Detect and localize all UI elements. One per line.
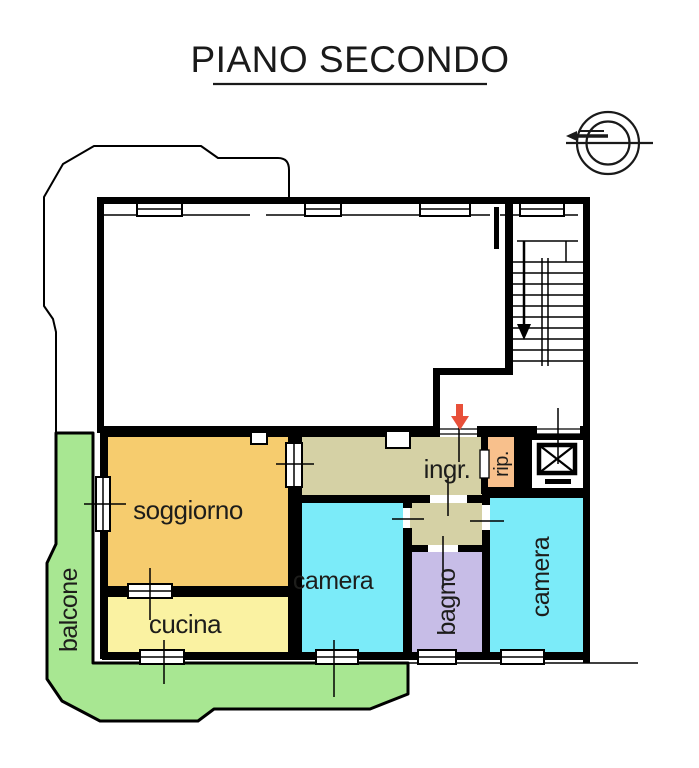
room-camera-right: [490, 498, 583, 652]
label-camera-right: camera: [527, 536, 555, 617]
wall-segment: [482, 498, 490, 505]
wall-segment: [433, 368, 509, 375]
wall-segment: [288, 495, 430, 503]
label-cucina: cucina: [149, 609, 222, 639]
staircase: [513, 240, 583, 366]
wall-segment: [505, 204, 513, 375]
label-soggiorno: soggiorno: [133, 495, 243, 525]
wall-segment: [481, 487, 529, 494]
window-symbol: [136, 202, 565, 217]
stairs-down-arrow-icon: [517, 241, 531, 340]
wall-segment: [458, 545, 490, 552]
page-title: PIANO SECONDO: [191, 39, 510, 80]
wall-segment: [288, 437, 302, 445]
label-balcone: balcone: [55, 568, 83, 652]
wall-segment: [288, 487, 302, 652]
door-symbol: [285, 442, 303, 488]
wall-segment: [102, 586, 128, 597]
wall-segment: [433, 368, 440, 437]
wall-segment: [580, 426, 590, 437]
wall-segment: [482, 530, 490, 652]
label-camera-left: camera: [293, 567, 374, 595]
room-cucina: [108, 597, 288, 652]
room-bagno: [412, 552, 482, 652]
room-disimpegno: [410, 503, 482, 545]
wall-segment: [172, 586, 302, 597]
label-ingresso: ingr.: [424, 454, 471, 484]
wall-segment: [403, 545, 428, 552]
wall-segment: [100, 433, 108, 659]
wall-notch: [385, 430, 411, 449]
room-soggiorno: [108, 437, 290, 586]
entrance-arrow-icon: [451, 404, 469, 430]
openings: [95, 202, 580, 665]
wall-segment: [97, 197, 104, 433]
wall-segment: [467, 495, 490, 503]
label-bagno: bagno: [433, 568, 461, 635]
building-outline: [43, 145, 290, 433]
wall-segment: [403, 495, 412, 508]
wall-segment: [403, 528, 412, 652]
north-compass-icon: [566, 110, 653, 176]
window-symbol: [139, 649, 545, 665]
wall-segment: [477, 426, 537, 437]
door-symbol: [479, 449, 490, 479]
wall-segment: [481, 478, 488, 494]
wall-segment: [481, 437, 488, 450]
room-camera-left: [302, 503, 403, 652]
wall-segment: [494, 207, 499, 249]
wall-segment: [97, 197, 588, 204]
label-ripostiglio: rip.: [491, 451, 513, 477]
room-ripostiglio: [488, 437, 515, 489]
wall-notch: [250, 431, 268, 445]
